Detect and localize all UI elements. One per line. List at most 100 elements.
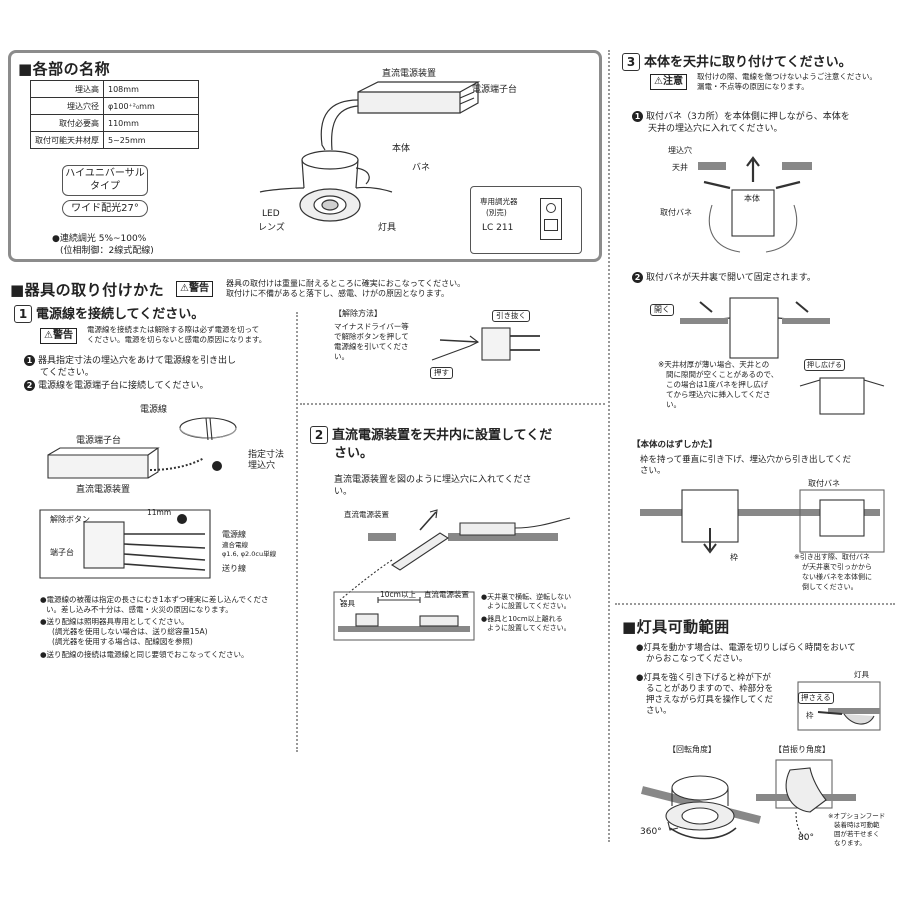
label-hole-s3: 埋込穴 bbox=[668, 146, 692, 155]
step1-item1-line1: 器具指定寸法の埋込穴をあけて電源線を引き出し bbox=[38, 356, 237, 366]
label-terminal-block: 電源端子台 bbox=[76, 436, 122, 446]
label-wire-spec1: 適合電線 bbox=[222, 541, 248, 549]
label-fixture-s2: 器具 bbox=[340, 599, 355, 608]
label-hole-line2: 埋込穴 bbox=[248, 461, 276, 471]
step3-caution-badge: ⚠注意 bbox=[650, 74, 687, 90]
release-line2: で解除ボタンを押して bbox=[334, 332, 409, 341]
parts-section bbox=[8, 50, 602, 262]
movable-b2-line4: さい。 bbox=[646, 706, 672, 716]
open-label: 開く bbox=[650, 304, 674, 316]
label-dc-unit: 直流電源装置 bbox=[382, 69, 437, 79]
label-spring-remove: 取付バネ bbox=[808, 479, 840, 488]
label-spring-s3: 取付バネ bbox=[660, 208, 692, 217]
opt-note-line1: ※オプションフード bbox=[828, 812, 886, 820]
movable-b1-line2: からおこなってください。 bbox=[646, 654, 748, 664]
step1-note2-line2: (調光器を使用しない場合は、送り総容量15A) bbox=[52, 627, 208, 636]
pull-note-line1: ※引き出す際、取付バネ bbox=[794, 553, 870, 561]
label-fixture-mov: 灯具 bbox=[854, 670, 869, 679]
pull-label: 引き抜く bbox=[492, 310, 530, 322]
step-marker-1: 1 bbox=[222, 464, 227, 472]
dimmer-line1: 専用調光器 bbox=[480, 197, 518, 206]
step1-item2-text: 電源線を電源端子台に接続してください。 bbox=[38, 381, 209, 391]
install-warn-line2: 取付けに不備があると落下し、感電、けがの原因となります。 bbox=[226, 289, 449, 298]
release-title: 【解除方法】 bbox=[334, 309, 382, 318]
pull-note-line3: ない様バネを本体側に bbox=[802, 573, 872, 581]
dimmer-switch-icon bbox=[540, 198, 562, 240]
step1-illustration bbox=[39, 417, 237, 579]
step3-item1-line2: 天井の埋込穴に入れてください。 bbox=[648, 124, 783, 134]
remove-title: 【本体のはずしかた】 bbox=[632, 440, 718, 450]
label-dc-unit-s2b: 直流電源装置 bbox=[424, 590, 469, 599]
step3-title: 本体を天井に取り付けてください。 bbox=[644, 55, 852, 70]
parts-title: ■各部の名称 bbox=[18, 60, 111, 78]
movable-b2-line1: ●灯具を強く引き下げると枠が下が bbox=[636, 673, 771, 683]
step2-note1-line2: ように設置してください。 bbox=[487, 602, 571, 610]
thin-note-line4: てから埋込穴に挿入してくださ bbox=[666, 390, 771, 399]
label-power-wire: 電源線 bbox=[140, 405, 168, 415]
step2-title-line2: さい。 bbox=[334, 446, 374, 461]
divider-horizontal-mid bbox=[300, 403, 605, 405]
step1-warn-line1: 電源線を接続または解除する際は必ず電源を切って bbox=[87, 325, 260, 334]
step2-desc-line1: 直流電源装置を図のように埋込穴に入れてくださ bbox=[334, 475, 532, 485]
step1-warn-line2: ください。電源を切らないと感電の原因になります。 bbox=[87, 335, 267, 344]
step2-title-line1: 直流電源装置を天井内に設置してくだ bbox=[332, 428, 553, 443]
label-10cm: 10cm以上 bbox=[380, 590, 416, 599]
label-terminal-s1: 端子台 bbox=[50, 548, 74, 557]
step3-caution-line1: 取付けの際、電線を傷つけないようご注意ください。 bbox=[697, 72, 877, 81]
step3-item2-text: 取付バネが天井裏で開いて固定されます。 bbox=[646, 273, 816, 283]
type-line2: タイプ bbox=[90, 181, 120, 192]
step1-number: 1 bbox=[14, 305, 32, 323]
label-frame-mov: 枠 bbox=[806, 711, 814, 720]
push-spread-label: 押し広げる bbox=[804, 359, 845, 371]
fixture-illustration bbox=[259, 81, 481, 222]
step3-illustration bbox=[640, 156, 885, 554]
push-label: 押す bbox=[430, 367, 453, 379]
remove-line1: 枠を持って垂直に引き下げ、埋込穴から引き出してくだ bbox=[640, 455, 851, 465]
label-fixture: 灯具 bbox=[378, 223, 397, 233]
spec-value: 5~25mm bbox=[103, 131, 199, 149]
label-hole-line1: 指定寸法 bbox=[248, 450, 285, 460]
step1-item1-line2: てください。 bbox=[40, 368, 94, 378]
pull-note-line2: が天井裏で引っかから bbox=[802, 563, 872, 571]
dimmer-box bbox=[470, 186, 582, 254]
tilt-value: 80° bbox=[798, 833, 814, 843]
step3-caution-line2: 漏電・不点等の原因になります。 bbox=[697, 82, 809, 91]
movable-b2-line2: ることがありますので、枠部分を bbox=[646, 684, 774, 694]
label-body: 本体 bbox=[392, 144, 411, 154]
movable-b1-line1: ●灯具を動かす場合は、電源を切りしばらく時間をおいて bbox=[636, 643, 856, 653]
step2-note2-line2: ように設置してください。 bbox=[487, 624, 571, 632]
movable-title: ■灯具可動範囲 bbox=[622, 618, 730, 636]
movable-illustration bbox=[641, 681, 881, 841]
rotation-title: 【回転角度】 bbox=[668, 745, 716, 754]
install-warning-badge: ⚠警告 bbox=[176, 281, 213, 297]
install-warn-line1: 器具の取付けは重量に耐えるところに確実におこなってください。 bbox=[226, 279, 466, 288]
release-line4: い。 bbox=[334, 352, 349, 361]
step2-illustration bbox=[333, 509, 571, 641]
thin-note-line1: ※天井材厚が薄い場合、天井との bbox=[658, 360, 770, 369]
tilt-title: 【首振り角度】 bbox=[774, 745, 830, 754]
label-terminal: 電源端子台 bbox=[472, 85, 518, 95]
install-title: ■器具の取り付けかた bbox=[10, 281, 165, 299]
step1-warning-badge: ⚠警告 bbox=[40, 328, 77, 344]
release-illustration bbox=[431, 327, 540, 361]
label-led: LED bbox=[262, 209, 280, 219]
remove-line2: さい。 bbox=[640, 466, 666, 476]
thin-note-line5: い。 bbox=[666, 400, 681, 409]
wide-badge: ワイド配光27° bbox=[62, 200, 148, 217]
step2-note2-line1: ●器具と10cm以上離れる bbox=[481, 615, 563, 623]
thin-note-line2: 間に隙間が空くことがあるので、 bbox=[666, 370, 779, 379]
step1-note2-line3: (調光器を使用する場合は、配線図を参照) bbox=[52, 637, 193, 646]
label-wire: 電源線 bbox=[222, 530, 246, 539]
step2-note1-line1: ●天井裏で横転、逆転しない bbox=[481, 593, 572, 601]
thin-note-line3: この場合は1度バネを押し広げ bbox=[666, 380, 769, 389]
label-dc-unit-s2: 直流電源装置 bbox=[344, 510, 389, 519]
label-spring: バネ bbox=[412, 163, 431, 173]
dimmer-model: LC 211 bbox=[482, 223, 514, 233]
divider-vertical-left bbox=[296, 312, 298, 752]
